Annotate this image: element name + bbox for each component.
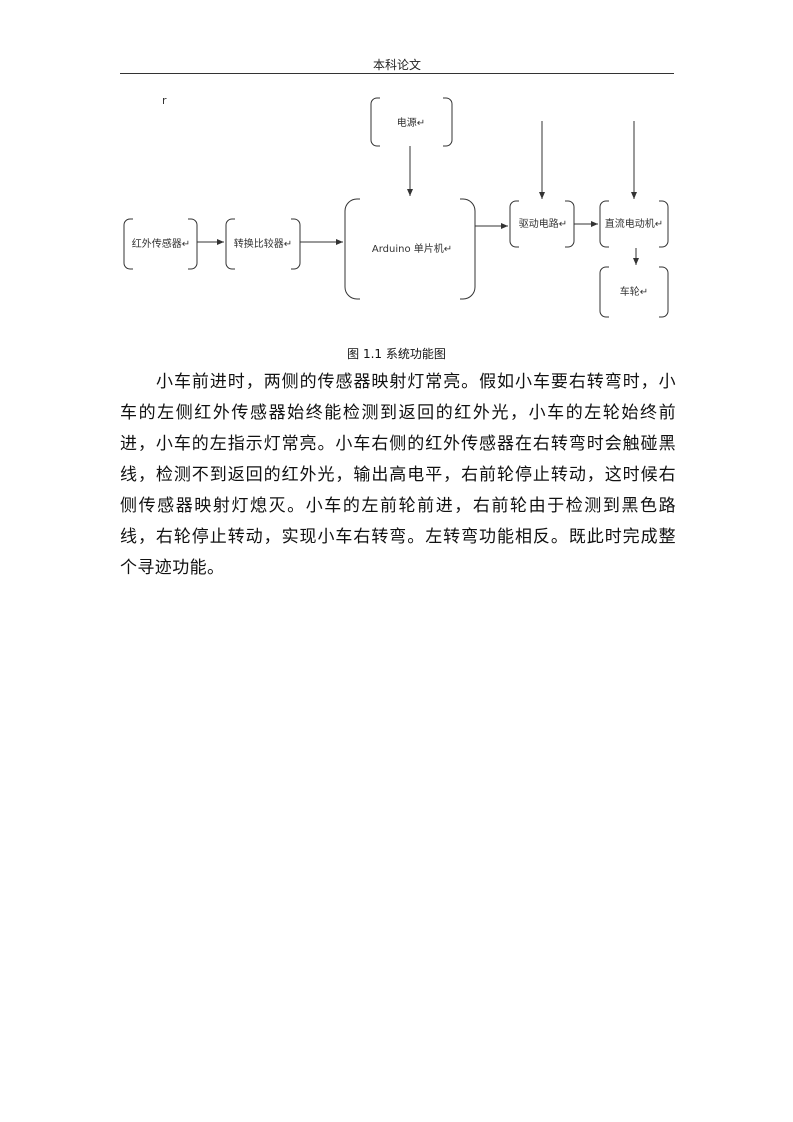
- ir-sensor-node: 红外传感器↵: [123, 217, 198, 271]
- driver-node: 驱动电路↵: [509, 199, 575, 249]
- comparator-node: 转换比较器↵: [225, 217, 301, 271]
- power-label: 电源↵: [397, 116, 425, 129]
- arduino-node: Arduino 单片机↵: [344, 197, 476, 301]
- comparator-label: 转换比较器↵: [234, 237, 292, 250]
- driver-label: 驱动电路↵: [519, 217, 567, 230]
- page-header: 本科论文: [372, 58, 421, 72]
- arduino-label: Arduino 单片机↵: [372, 242, 452, 255]
- wheel-node: 车轮↵: [599, 265, 669, 319]
- dc-motor-node: 直流电动机↵: [599, 199, 669, 249]
- wheel-label: 车轮↵: [620, 285, 648, 298]
- ir-sensor-label: 红外传感器↵: [132, 237, 190, 250]
- stray-mark: r: [162, 94, 167, 107]
- dc-motor-label: 直流电动机↵: [605, 217, 663, 230]
- body-paragraph: 小车前进时，两侧的传感器映射灯常亮。假如小车要右转弯时，小车的左侧红外传感器始终…: [120, 372, 676, 578]
- header-rule: [120, 73, 674, 74]
- power-node: 电源↵: [370, 96, 453, 148]
- system-function-diagram: r 电源↵ 红外传感器↵ 转换比较器↵ Arduino 单片机↵ 驱动电路↵: [123, 94, 669, 319]
- figure-caption: 图 1.1 系统功能图: [347, 347, 446, 361]
